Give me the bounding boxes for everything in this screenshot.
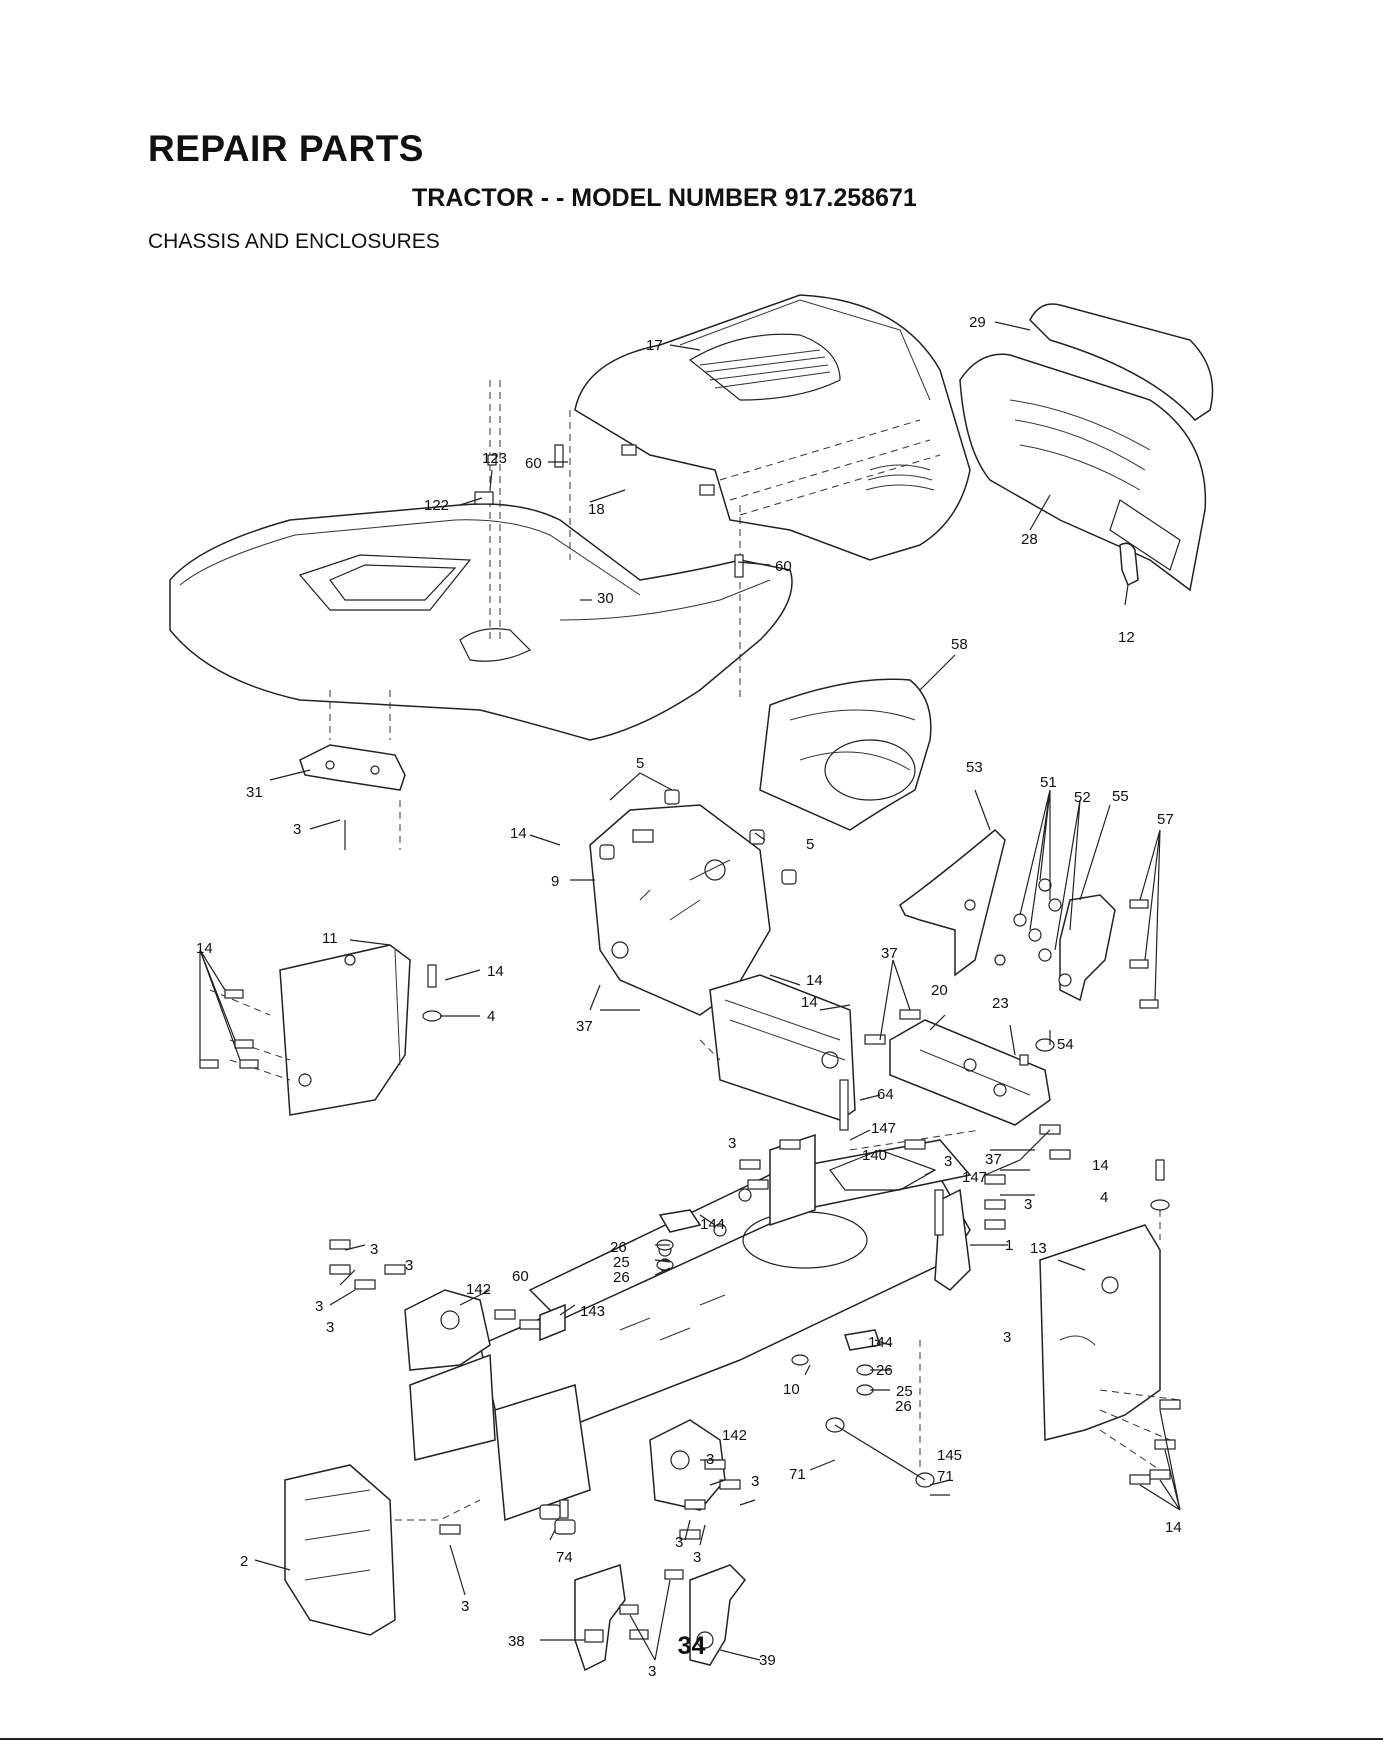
callout-31: 31 bbox=[246, 784, 263, 801]
side-panel-13 bbox=[1040, 1160, 1180, 1484]
callout-11: 11 bbox=[322, 930, 338, 947]
callout-55: 55 bbox=[1112, 788, 1129, 805]
callout-5: 5 bbox=[806, 836, 814, 853]
callout-3: 3 bbox=[944, 1153, 952, 1170]
callout-123: 123 bbox=[482, 450, 507, 467]
callout-3: 3 bbox=[293, 821, 301, 838]
callout-17: 17 bbox=[646, 337, 663, 354]
bottom-rule bbox=[0, 1738, 1383, 1740]
callout-18: 18 bbox=[588, 501, 605, 518]
callout-9: 9 bbox=[551, 873, 559, 890]
callout-3: 3 bbox=[675, 1534, 683, 1551]
callout-30: 30 bbox=[597, 590, 614, 607]
callout-23: 23 bbox=[992, 995, 1009, 1012]
callout-3: 3 bbox=[461, 1598, 469, 1615]
callout-26: 26 bbox=[876, 1362, 893, 1379]
callout-3: 3 bbox=[648, 1663, 656, 1680]
callout-122: 122 bbox=[424, 497, 449, 514]
callout-143: 143 bbox=[580, 1303, 605, 1320]
callout-5: 5 bbox=[636, 755, 644, 772]
callout-1: 1 bbox=[1005, 1237, 1013, 1254]
front-panel-2 bbox=[285, 1465, 480, 1635]
callout-3: 3 bbox=[370, 1241, 378, 1258]
callout-144: 144 bbox=[868, 1334, 893, 1351]
callout-29: 29 bbox=[969, 314, 986, 331]
callout-12: 12 bbox=[1118, 629, 1135, 646]
callout-20: 20 bbox=[931, 982, 948, 999]
callout-64: 64 bbox=[877, 1086, 894, 1103]
callout-14: 14 bbox=[196, 940, 213, 957]
bracket-31 bbox=[300, 745, 405, 850]
callout-26: 26 bbox=[613, 1269, 630, 1286]
callout-53: 53 bbox=[966, 759, 983, 776]
callout-60: 60 bbox=[512, 1268, 529, 1285]
callout-52: 52 bbox=[1074, 789, 1091, 806]
callout-37: 37 bbox=[881, 945, 898, 962]
callout-144: 144 bbox=[700, 1216, 725, 1233]
shroud-part bbox=[760, 679, 931, 830]
callout-58: 58 bbox=[951, 636, 968, 653]
callout-4: 4 bbox=[1100, 1189, 1108, 1206]
callout-71: 71 bbox=[789, 1466, 806, 1483]
callout-26: 26 bbox=[895, 1398, 912, 1415]
callout-142: 142 bbox=[466, 1281, 491, 1298]
callout-3: 3 bbox=[693, 1549, 701, 1566]
callout-51: 51 bbox=[1040, 774, 1057, 791]
callout-140: 140 bbox=[862, 1147, 887, 1164]
console-64 bbox=[700, 975, 855, 1120]
callout-14: 14 bbox=[1092, 1157, 1109, 1174]
callout-60: 60 bbox=[525, 455, 542, 472]
callout-3: 3 bbox=[1003, 1329, 1011, 1346]
callout-37: 37 bbox=[576, 1018, 593, 1035]
callout-145: 145 bbox=[937, 1447, 962, 1464]
callout-60: 60 bbox=[775, 558, 792, 575]
callout-3: 3 bbox=[728, 1135, 736, 1152]
hood-part bbox=[575, 295, 970, 560]
callout-147: 147 bbox=[871, 1120, 896, 1137]
callout-147: 147 bbox=[962, 1169, 987, 1186]
bracket-53 bbox=[900, 830, 1005, 975]
page-number: 34 bbox=[0, 1632, 1383, 1661]
callout-14: 14 bbox=[510, 825, 527, 842]
callout-74: 74 bbox=[556, 1549, 573, 1566]
callout-3: 3 bbox=[326, 1319, 334, 1336]
callout-28: 28 bbox=[1021, 531, 1038, 548]
callout-2: 2 bbox=[240, 1553, 248, 1570]
callout-13: 13 bbox=[1030, 1240, 1047, 1257]
callout-3: 3 bbox=[1024, 1196, 1032, 1213]
callout-3: 3 bbox=[405, 1257, 413, 1274]
callout-3: 3 bbox=[315, 1298, 323, 1315]
callout-10: 10 bbox=[783, 1381, 800, 1398]
callout-54: 54 bbox=[1057, 1036, 1074, 1053]
callout-57: 57 bbox=[1157, 811, 1174, 828]
callout-14: 14 bbox=[801, 994, 818, 1011]
callout-4: 4 bbox=[487, 1008, 495, 1025]
callout-14: 14 bbox=[806, 972, 823, 989]
bracket-55 bbox=[995, 879, 1158, 1051]
callout-3: 3 bbox=[751, 1473, 759, 1490]
grille-part bbox=[960, 304, 1213, 590]
callout-14: 14 bbox=[487, 963, 504, 980]
callout-37: 37 bbox=[985, 1151, 1002, 1168]
callout-142: 142 bbox=[722, 1427, 747, 1444]
callout-14: 14 bbox=[1165, 1519, 1182, 1536]
callout-3: 3 bbox=[706, 1451, 714, 1468]
side-panel-11 bbox=[200, 945, 441, 1115]
callout-71: 71 bbox=[937, 1468, 954, 1485]
